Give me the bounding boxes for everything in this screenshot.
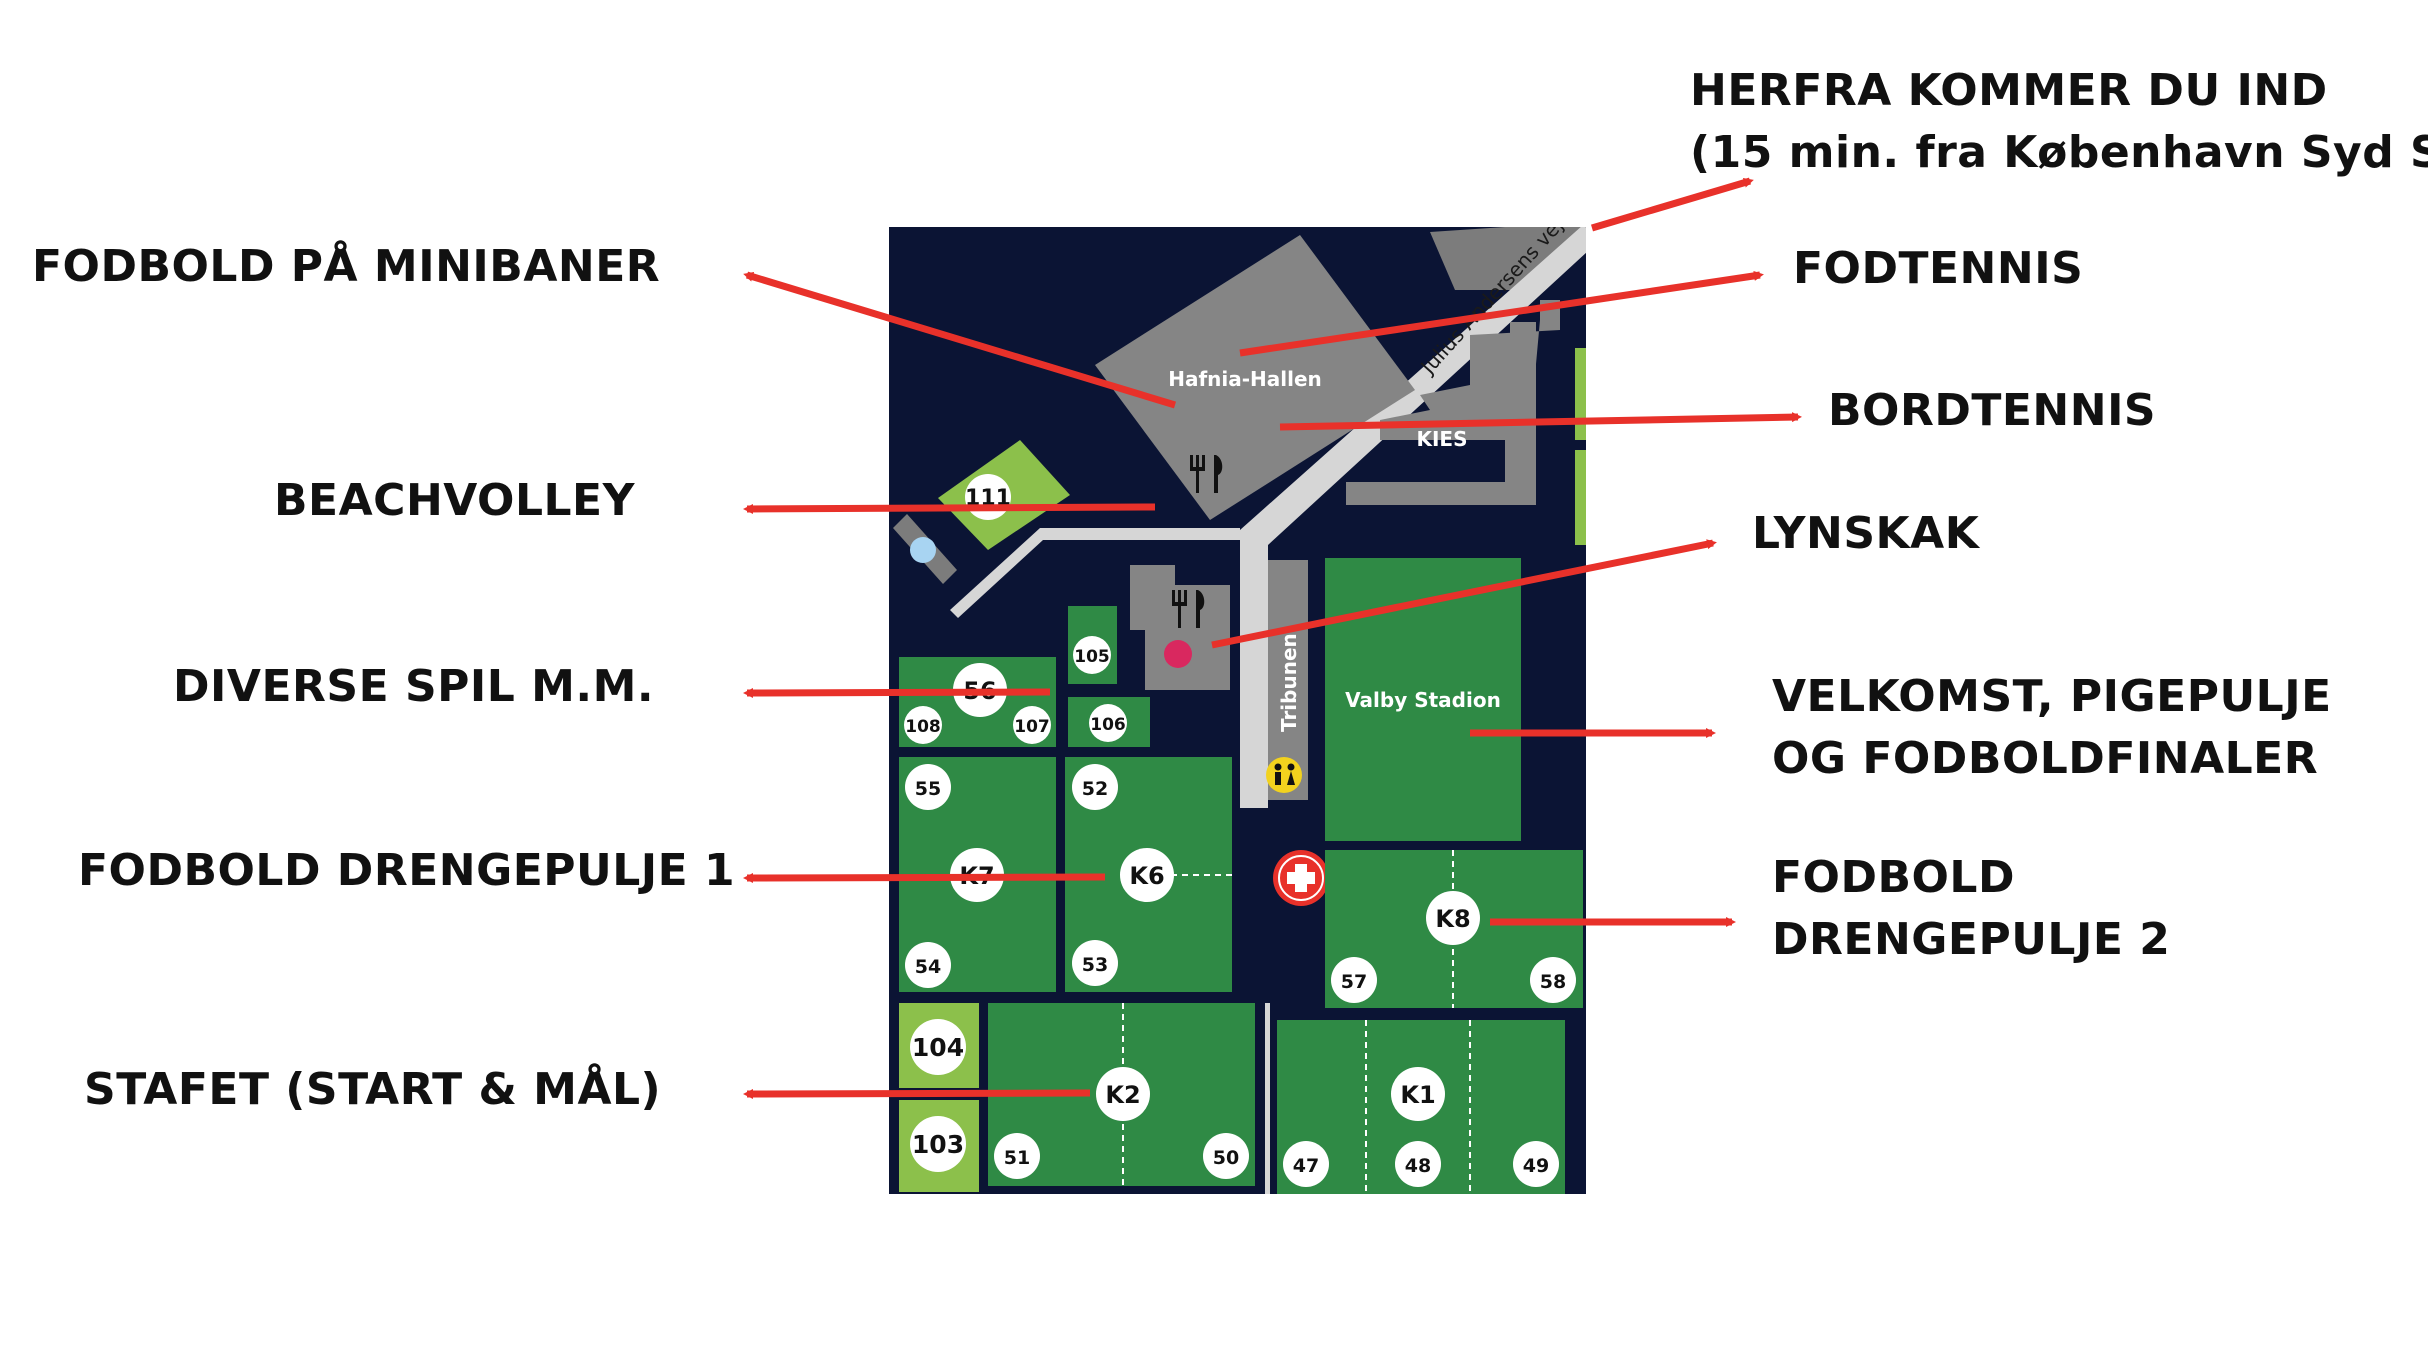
badge-50-text: 50 — [1213, 1147, 1239, 1169]
building-hafnia-hallen — [1095, 235, 1415, 520]
label-fodtennis: FODTENNIS — [1793, 243, 2084, 294]
label-diverse: DIVERSE SPIL M.M. — [173, 661, 655, 712]
badge-k2-text: K2 — [1105, 1081, 1140, 1109]
badge-52-text: 52 — [1082, 778, 1108, 800]
label-beachvolley: BEACHVOLLEY — [274, 475, 635, 526]
badge-55 — [905, 764, 951, 810]
badge-57 — [1331, 957, 1377, 1003]
badge-103 — [910, 1116, 966, 1172]
label-stafet: STAFET (START & MÅL) — [84, 1064, 662, 1115]
badge-106-text: 106 — [1090, 715, 1126, 735]
label-drengepulje2-line1: FODBOLD — [1772, 852, 2015, 903]
path-vertical — [1265, 1003, 1270, 1194]
badge-58-text: 58 — [1540, 971, 1566, 993]
badge-50 — [1203, 1133, 1249, 1179]
badge-k1-text: K1 — [1400, 1081, 1435, 1109]
badge-53 — [1072, 940, 1118, 986]
arrow-icon — [743, 503, 1156, 514]
badge-47 — [1283, 1141, 1329, 1187]
label-drengepulje2-line2: DRENGEPULJE 2 — [1772, 914, 2171, 965]
badge-108 — [904, 706, 942, 744]
badge-48-text: 48 — [1405, 1155, 1431, 1177]
badge-54-text: 54 — [915, 956, 941, 978]
arrow-icon — [1239, 270, 1764, 357]
label-entrance-line2: (15 min. fra København Syd St.) — [1690, 127, 2428, 178]
badge-105-text: 105 — [1074, 647, 1110, 667]
badge-104 — [910, 1019, 966, 1075]
label-drengepulje2: FODBOLD DRENGEPULJE 2 — [1772, 847, 2170, 971]
label-velkomst-line2: OG FODBOLDFINALER — [1772, 733, 2319, 784]
building-kies-wing — [1510, 322, 1536, 502]
arrows — [743, 177, 1802, 1099]
badge-103-text: 103 — [912, 1130, 964, 1159]
restaurant-icon — [1172, 590, 1205, 628]
badge-104-text: 104 — [912, 1033, 964, 1062]
label-bordtennis: BORDTENNIS — [1828, 385, 2157, 436]
badge-47-text: 47 — [1293, 1155, 1319, 1177]
building-kies — [1346, 300, 1560, 505]
badge-105 — [1073, 636, 1111, 674]
arrow-icon — [1211, 539, 1717, 649]
badge-55-text: 55 — [915, 778, 941, 800]
badge-k1 — [1391, 1067, 1445, 1121]
label-velkomst: VELKOMST, PIGEPULJE OG FODBOLDFINALER — [1772, 666, 2332, 790]
label-entrance: HERFRA KOMMER DU IND (15 min. fra Københ… — [1690, 60, 2428, 184]
label-minibaner: FODBOLD PÅ MINIBANER — [32, 241, 661, 292]
label-lynskak: LYNSKAK — [1752, 508, 1980, 559]
arrow-icon — [743, 1088, 1091, 1099]
path-west — [950, 528, 1240, 618]
badge-49 — [1513, 1141, 1559, 1187]
badge-51 — [994, 1133, 1040, 1179]
badge-54 — [905, 942, 951, 988]
arrow-icon — [743, 271, 1177, 409]
badge-107 — [1013, 706, 1051, 744]
badge-k8-text: K8 — [1435, 905, 1470, 933]
strip-right-2 — [1575, 450, 1586, 545]
badge-49-text: 49 — [1523, 1155, 1549, 1177]
first-aid-icon — [1273, 850, 1329, 906]
label-entrance-line1: HERFRA KOMMER DU IND — [1690, 65, 2328, 116]
building-top-right — [1430, 227, 1586, 290]
arrow-icon — [743, 872, 1106, 883]
toilet-icon — [1266, 757, 1302, 793]
location-dot-icon — [910, 537, 936, 563]
tribunen-label: Tribunen — [1277, 633, 1301, 732]
arrow-icon — [743, 687, 1051, 698]
badge-108-text: 108 — [905, 717, 941, 737]
badge-52 — [1072, 764, 1118, 810]
hafnia-hallen-label: Hafnia-Hallen — [1168, 367, 1322, 391]
badge-k6 — [1120, 848, 1174, 902]
badge-53-text: 53 — [1082, 954, 1108, 976]
badge-57-text: 57 — [1341, 971, 1367, 993]
badge-58 — [1530, 957, 1576, 1003]
badge-48 — [1395, 1141, 1441, 1187]
badge-51-text: 51 — [1004, 1147, 1030, 1169]
strip-right-1 — [1575, 348, 1586, 440]
badge-k6-text: K6 — [1129, 862, 1164, 890]
restaurant-icon — [1190, 455, 1223, 493]
badge-107-text: 107 — [1014, 717, 1050, 737]
kies-label: KIES — [1416, 427, 1467, 451]
badge-k2 — [1096, 1067, 1150, 1121]
arrow-icon — [1279, 412, 1802, 431]
valby-stadion-label: Valby Stadion — [1345, 688, 1501, 712]
label-drengepulje1: FODBOLD DRENGEPULJE 1 — [78, 845, 736, 896]
label-velkomst-line1: VELKOMST, PIGEPULJE — [1772, 671, 2332, 722]
lynskak-dot — [1164, 640, 1192, 668]
badge-k8 — [1426, 891, 1480, 945]
badge-106 — [1089, 704, 1127, 742]
arrow-icon — [1591, 177, 1754, 232]
